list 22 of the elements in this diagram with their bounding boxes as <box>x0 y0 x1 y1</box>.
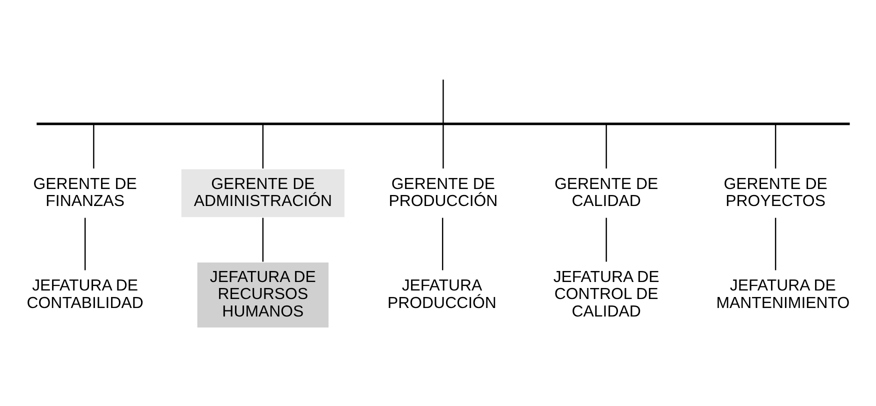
connector <box>606 124 607 169</box>
node-text: GERENTE DE PROYECTOS <box>724 176 828 210</box>
node-text: JEFATURA DE CONTABILIDAD <box>26 278 144 312</box>
node-box: GERENTE DE ADMINISTRACIÓN <box>180 168 346 218</box>
connector <box>442 124 444 169</box>
connector <box>442 218 444 270</box>
node-text: JEFATURA DE CONTROL DE CALIDAD <box>553 268 660 320</box>
node-text: JEFATURA DE MANTENIMIENTO <box>716 278 850 312</box>
connector <box>262 218 264 262</box>
connector <box>442 80 444 123</box>
node-text: GERENTE DE FINANZAS <box>33 176 137 210</box>
node-text: GERENTE DE CALIDAD <box>554 176 658 210</box>
connector <box>774 218 776 270</box>
node-box: JEFATURA DE RECURSOS HUMANOS <box>196 261 330 329</box>
node-text: JEFATURA PRODUCCIÓN <box>388 278 496 312</box>
connector <box>774 124 776 169</box>
connector <box>262 124 264 169</box>
node-bar <box>36 122 850 126</box>
connector <box>93 124 94 169</box>
node-text: GERENTE DE PRODUCCIÓN <box>388 176 498 210</box>
connector <box>606 218 607 262</box>
connector <box>84 218 86 270</box>
